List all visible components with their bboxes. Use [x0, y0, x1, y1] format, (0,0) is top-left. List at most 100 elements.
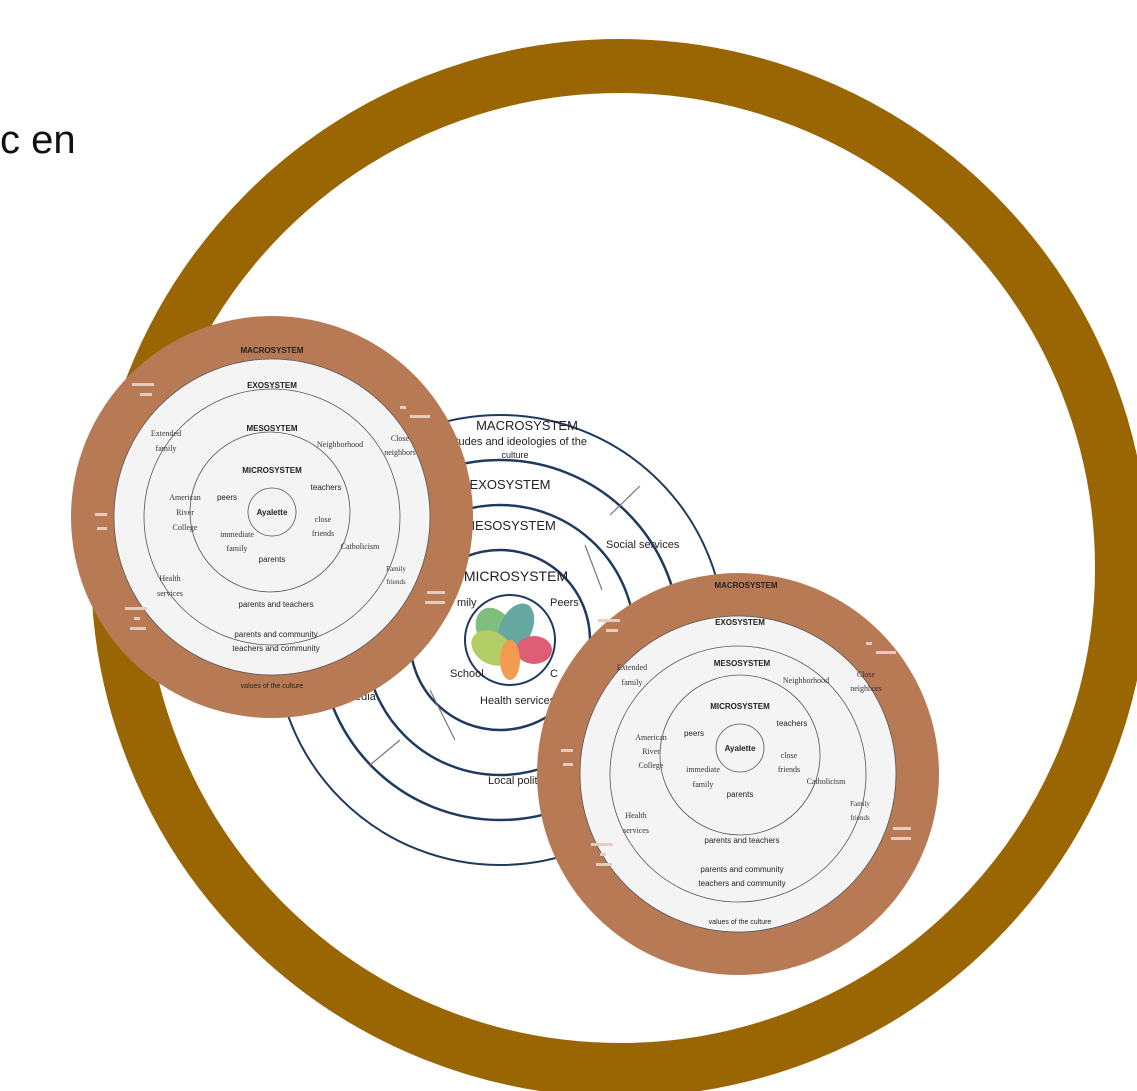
band-label-blur: [893, 827, 911, 830]
american-river-college-label: American: [635, 733, 667, 742]
band-label-blur: [97, 527, 107, 530]
center-macro-sub-2: culture: [501, 450, 528, 460]
band-label-blur: [95, 513, 107, 516]
micro-label: MICROSYSTEM: [242, 466, 302, 475]
neighborhood-label: Neighborhood: [317, 440, 363, 449]
values-culture-label: values of the culture: [241, 683, 304, 690]
teachers-label: teachers: [777, 719, 808, 728]
band-label-blur: [591, 843, 613, 846]
close-friends-label: close: [315, 515, 332, 524]
immediate-family-label: immediate: [220, 530, 254, 539]
family-friends-label: Family: [386, 565, 406, 573]
band-label-blur: [425, 601, 445, 604]
band-label-blur: [125, 607, 147, 610]
center-ch-label: C: [550, 668, 558, 680]
parents-community-label: parents and community: [234, 630, 317, 639]
exo-label: EXOSYSTEM: [247, 381, 297, 390]
american-river-college-label-3: College: [639, 761, 664, 770]
petal-pink: [516, 636, 552, 664]
parents-teachers-label: parents and teachers: [238, 600, 313, 609]
macro-label: MACROSYSTEM: [240, 346, 303, 355]
macro-label: MACROSYSTEM: [714, 581, 777, 590]
band-label-blur: [596, 863, 612, 866]
close-neighbors-label: Close: [391, 434, 410, 443]
teachers-community-label: teachers and community: [698, 879, 785, 888]
band-label-blur: [410, 415, 430, 418]
american-river-college-label-2: River: [642, 747, 660, 756]
extended-family-label-2: family: [622, 678, 643, 687]
catholicism-label: Catholicism: [341, 542, 380, 551]
center-family-label: mily: [457, 597, 477, 609]
band-label-blur: [891, 837, 911, 840]
health-services-label: Health: [625, 811, 646, 820]
band-label-blur: [866, 642, 872, 645]
petal-orange: [500, 640, 520, 680]
ecology-model-left: MACROSYSTEM EXOSYSTEM MESOSYTEM MICROSYS…: [71, 316, 473, 718]
parents-community-label: parents and community: [700, 865, 783, 874]
meso-label: MESOSYTEM: [246, 424, 297, 433]
center-circle: [715, 723, 765, 773]
band-label-blur: [563, 763, 573, 766]
arrow: [429, 689, 456, 741]
health-services-label: Health: [159, 574, 180, 583]
extended-family-label: Extended: [151, 429, 181, 438]
center-school-label: School: [450, 668, 484, 680]
close-neighbors-label-2: neighbors: [850, 684, 882, 693]
center-label: Ayalette: [725, 744, 756, 753]
parents-teachers-label: parents and teachers: [704, 836, 779, 845]
peers-label: peers: [684, 729, 704, 738]
catholicism-label: Catholicism: [807, 777, 846, 786]
extended-family-label-2: family: [156, 444, 177, 453]
close-friends-label-2: friends: [778, 765, 800, 774]
center-health-label: Health services: [480, 695, 556, 707]
arrow: [609, 485, 641, 516]
immediate-family-label: immediate: [686, 765, 720, 774]
close-neighbors-label: Close: [857, 670, 876, 679]
parents-label: parents: [259, 555, 286, 564]
center-politics-label: Local politic: [488, 775, 546, 787]
band-label-blur: [400, 406, 406, 409]
health-services-label-2: services: [623, 826, 649, 835]
teachers-label: teachers: [311, 483, 342, 492]
ecology-model-right: MACROSYSTEM EXOSYSTEM MESOSYSTEM MICROSY…: [537, 573, 939, 975]
center-macro-sub-1: itudes and ideologies of the: [453, 436, 587, 448]
arrow: [369, 739, 401, 766]
center-macro-label: MACROSYSTEM: [476, 418, 578, 433]
center-peers-label: Peers: [550, 597, 579, 609]
band-label-blur: [876, 651, 896, 654]
neighborhood-label: Neighborhood: [783, 676, 829, 685]
family-friends-label-2: friends: [850, 814, 870, 822]
parents-label: parents: [727, 790, 754, 799]
american-river-college-label-2: River: [176, 508, 194, 517]
peers-label: peers: [217, 493, 237, 502]
band-label-blur: [561, 749, 573, 752]
exo-label: EXOSYSTEM: [715, 618, 765, 627]
close-friends-label-2: friends: [312, 529, 334, 538]
center-micro-label: MICROSYSTEM: [464, 568, 568, 584]
center-label: Ayalette: [257, 508, 288, 517]
close-friends-label: close: [781, 751, 798, 760]
center-exo-label: EXOSYSTEM: [470, 477, 551, 492]
family-friends-label-2: friends: [386, 578, 406, 586]
band-label-blur: [130, 627, 146, 630]
american-river-college-label: American: [169, 493, 201, 502]
american-river-college-label-3: College: [173, 523, 198, 532]
health-services-label-2: services: [157, 589, 183, 598]
band-label-blur: [606, 629, 618, 632]
center-social-label: Social services: [606, 539, 680, 551]
extended-family-label: Extended: [617, 663, 647, 672]
teachers-community-label: teachers and community: [232, 644, 319, 653]
close-neighbors-label-2: neighbors: [384, 448, 416, 457]
immediate-family-label-2: family: [693, 780, 714, 789]
band-label-blur: [598, 619, 620, 622]
flower-logo: [471, 603, 552, 680]
band-label-blur: [427, 591, 445, 594]
meso-label: MESOSYSTEM: [714, 659, 771, 668]
band-label-blur: [140, 393, 152, 396]
band-label-blur: [600, 853, 606, 856]
center-circle: [247, 487, 297, 537]
band-label-blur: [134, 617, 140, 620]
immediate-family-label-2: family: [227, 544, 248, 553]
heading-fragment: c en: [0, 118, 76, 162]
